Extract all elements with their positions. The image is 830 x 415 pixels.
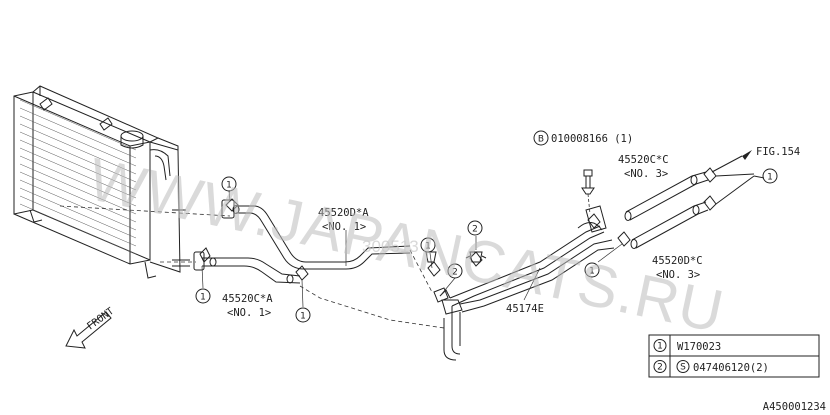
part-label-45174E: 45174E xyxy=(506,303,544,315)
svg-text:S: S xyxy=(680,363,686,373)
legend-row-1: 1 W170023 xyxy=(653,339,721,353)
cooler-pipe-45174E xyxy=(433,205,615,361)
front-arrow: FRONT xyxy=(65,306,116,349)
part-label-45520CA: 45520C*A xyxy=(222,293,273,305)
hose-45520DC xyxy=(630,201,709,249)
hose-45520CA xyxy=(193,251,301,284)
svg-text:W170023: W170023 xyxy=(677,341,721,353)
svg-text:1: 1 xyxy=(300,312,306,322)
part-label-45520DA: 45520D*A xyxy=(318,207,369,219)
svg-text:2: 2 xyxy=(657,363,663,373)
svg-text:FRONT: FRONT xyxy=(85,306,116,333)
bolt xyxy=(581,169,595,215)
watermark-small: 300513 xyxy=(362,237,419,256)
legend-row-2: 2 S 047406120(2) xyxy=(653,360,769,374)
svg-text:2: 2 xyxy=(472,225,478,235)
callout-1: 1 xyxy=(195,288,211,304)
callout-1: 1 xyxy=(295,307,311,323)
callout-1: 1 xyxy=(762,168,778,184)
part-label-45520DC: 45520D*C xyxy=(652,255,703,267)
svg-text:047406120(2): 047406120(2) xyxy=(693,362,769,374)
legend: 1 W170023 2 S 047406120(2) xyxy=(648,334,820,378)
diagram-id: A450001234 xyxy=(763,401,826,413)
callout-2: 2 xyxy=(467,220,483,236)
svg-text:1: 1 xyxy=(657,342,663,352)
hose-45520CC xyxy=(624,171,709,221)
svg-text:B: B xyxy=(538,135,544,145)
svg-text:1: 1 xyxy=(425,242,431,252)
svg-text:1: 1 xyxy=(767,173,773,183)
svg-text:1: 1 xyxy=(226,181,232,191)
callout-1: 1 xyxy=(584,262,600,278)
radiator xyxy=(13,85,190,279)
part-label-45520DA-sub: <NO. 1> xyxy=(322,221,366,233)
callout-1: 1 xyxy=(221,176,237,192)
callout-1: 1 xyxy=(420,237,436,253)
fig-ref: FIG.154 xyxy=(756,146,800,158)
svg-text:010008166 (1): 010008166 (1) xyxy=(551,133,633,145)
svg-text:2: 2 xyxy=(452,268,458,278)
callout-2: 2 xyxy=(447,263,463,279)
part-label-45520CC: 45520C*C xyxy=(618,154,669,166)
bolt-ref: B 010008166 (1) xyxy=(533,130,633,146)
part-label-45520CC-sub: <NO. 3> xyxy=(624,168,668,180)
svg-text:1: 1 xyxy=(589,267,595,277)
svg-text:1: 1 xyxy=(200,293,206,303)
part-label-45520DC-sub: <NO. 3> xyxy=(656,269,700,281)
part-label-45520CA-sub: <NO. 1> xyxy=(227,307,271,319)
